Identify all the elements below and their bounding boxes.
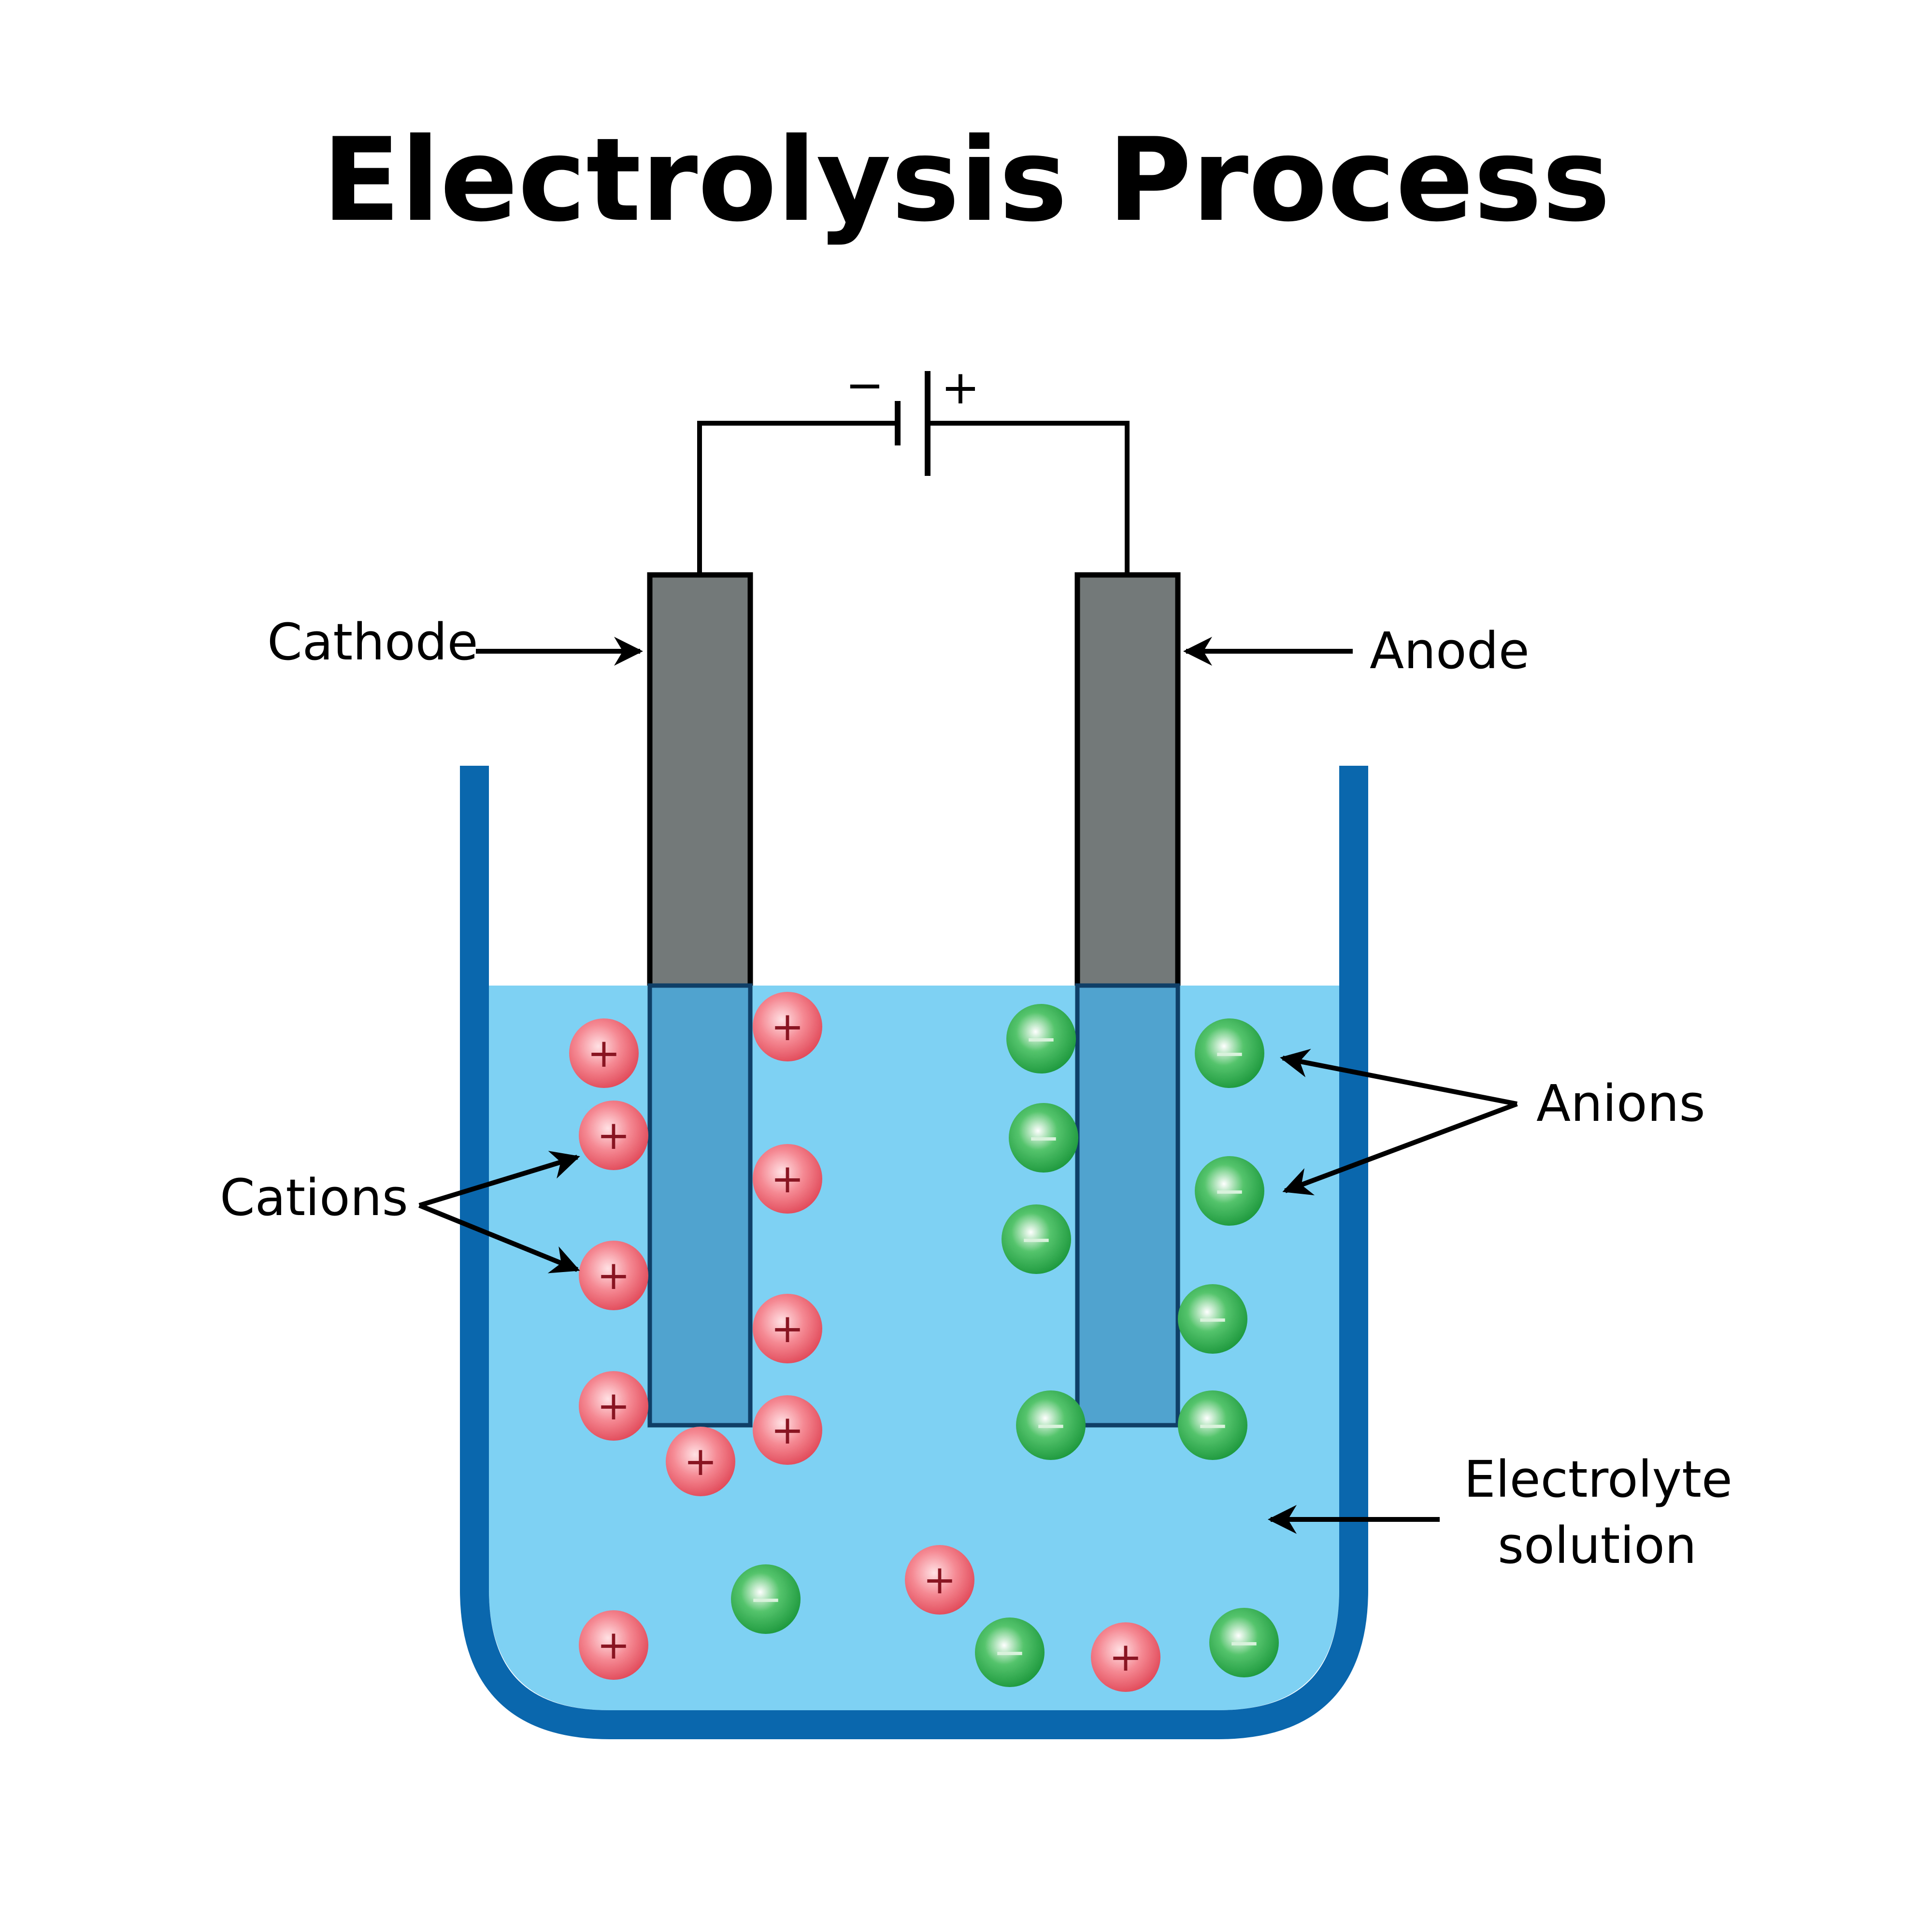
cation-sign: + [771, 1004, 804, 1050]
cation-sign: + [771, 1407, 804, 1453]
cation-sign: + [597, 1253, 630, 1299]
cation-sign: + [923, 1557, 957, 1603]
anions-arrow-upper [1280, 1048, 1517, 1106]
cathode-outline-submerged [647, 983, 753, 1428]
battery-positive-sign: + [941, 360, 980, 415]
cation-sign: + [771, 1306, 804, 1352]
battery-negative-sign: − [845, 358, 884, 412]
cation-sign: + [587, 1030, 621, 1076]
cation-ion: + [753, 1294, 822, 1363]
anions-arrow-lower [1282, 1102, 1518, 1196]
anion-sign: − [1196, 1402, 1230, 1448]
anion-sign: − [1025, 1016, 1058, 1062]
anion-sign: − [1213, 1030, 1246, 1076]
circuit-wire [697, 421, 898, 575]
anion-ion: − [975, 1617, 1045, 1687]
anion-sign: − [1196, 1296, 1230, 1342]
cation-ion: + [753, 992, 822, 1061]
anion-sign: − [749, 1576, 783, 1622]
electrolyte-label-line2: solution [1498, 1516, 1697, 1575]
circuit-wire-right [928, 421, 1130, 575]
electrolyte-label-line1: Electrolyte [1464, 1450, 1732, 1509]
cation-ion: + [579, 1610, 648, 1680]
anode-label: Anode [1370, 621, 1530, 680]
anion-ion: − [1016, 1390, 1086, 1460]
cation-ion: + [1091, 1622, 1160, 1692]
cations-arrow-lower [418, 1203, 580, 1274]
cations-label: Cations [220, 1168, 408, 1227]
cation-ion: + [905, 1545, 974, 1615]
anion-ion: − [1178, 1390, 1247, 1460]
battery-icon: − + [845, 358, 980, 476]
anion-sign: − [993, 1630, 1027, 1675]
anion-sign: − [1034, 1402, 1068, 1448]
cation-sign: + [597, 1113, 630, 1159]
cation-sign: + [684, 1439, 717, 1485]
cation-ion: + [579, 1371, 648, 1441]
anion-ion: − [1178, 1284, 1247, 1354]
anion-sign: − [1228, 1620, 1261, 1666]
cation-ion: + [569, 1018, 639, 1088]
cations-arrow-upper [418, 1151, 580, 1208]
cation-sign: + [771, 1156, 804, 1202]
anode-outline-submerged [1075, 983, 1180, 1428]
anion-sign: − [1213, 1168, 1246, 1214]
anions-label: Anions [1536, 1074, 1705, 1133]
anion-ion: − [1209, 1608, 1279, 1677]
anion-ion: − [1002, 1204, 1071, 1274]
cation-ion: + [579, 1241, 648, 1310]
anion-sign: − [1020, 1216, 1053, 1262]
cation-ion: + [753, 1395, 822, 1465]
cation-sign: + [1109, 1634, 1143, 1680]
beaker [460, 766, 1368, 1739]
anode-submerged-part [1077, 986, 1178, 1425]
cation-ion: + [666, 1427, 735, 1496]
cation-sign: + [597, 1622, 630, 1668]
cathode-submerged-part [650, 986, 750, 1425]
anion-ion: − [1006, 1004, 1076, 1073]
cathode-label: Cathode [267, 613, 478, 672]
anion-ion: − [1195, 1156, 1264, 1226]
ions-layer: ++++++++++++−−−−−−−−−−− [569, 992, 1279, 1692]
anion-sign: − [1027, 1115, 1060, 1161]
anion-ion: − [731, 1564, 801, 1634]
diagram-title: Electrolysis Process [322, 114, 1611, 247]
cation-sign: + [597, 1383, 630, 1429]
cation-ion: + [579, 1101, 648, 1170]
cation-ion: + [753, 1144, 822, 1214]
anion-ion: − [1195, 1018, 1264, 1088]
anion-ion: − [1009, 1103, 1078, 1173]
